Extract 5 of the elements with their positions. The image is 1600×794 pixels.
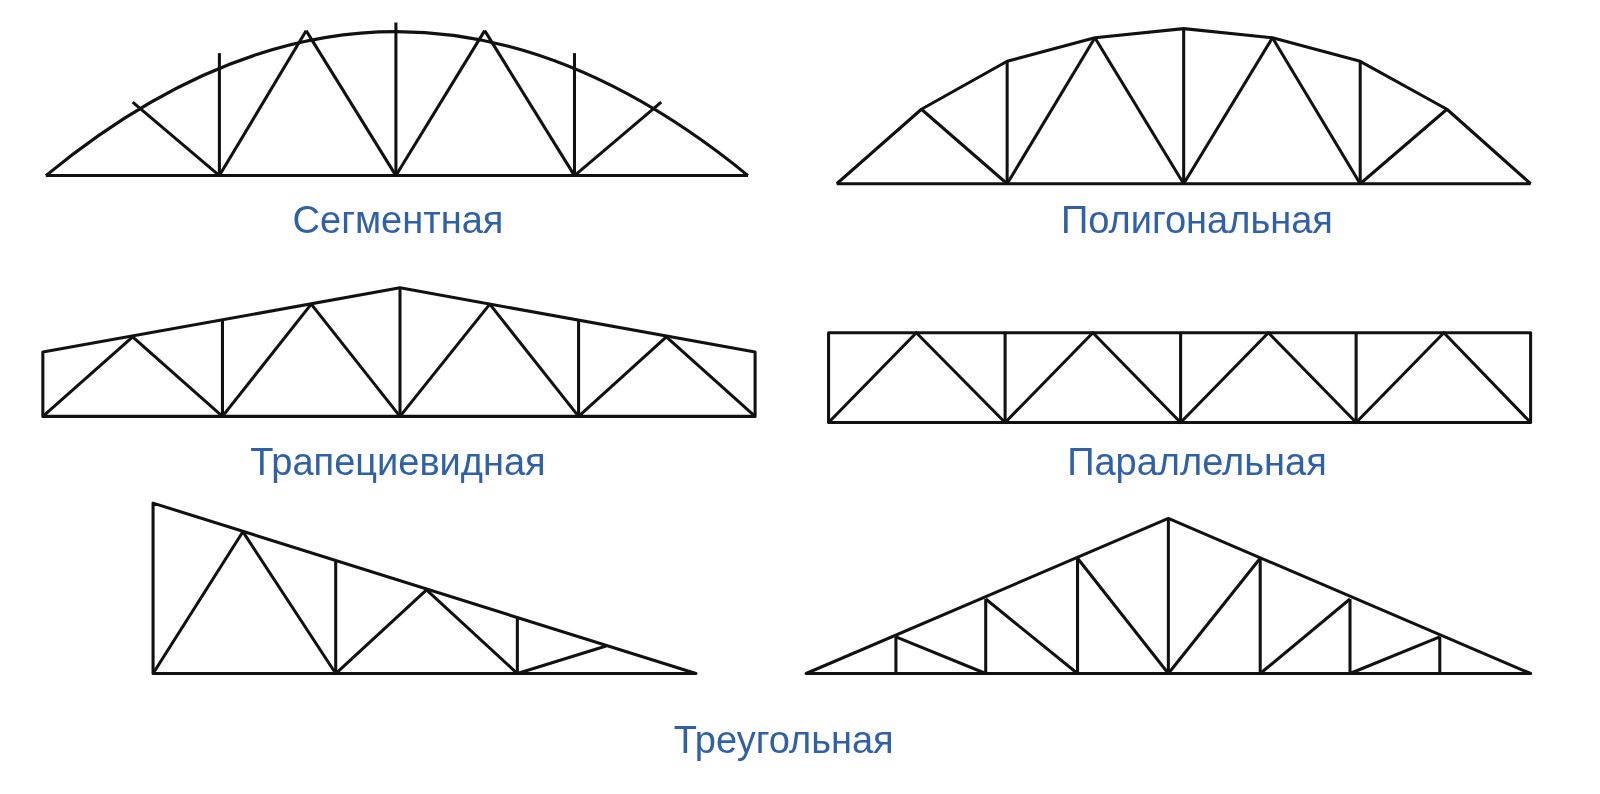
truss-type-label: Сегментная: [292, 200, 504, 242]
truss-type-label: Параллельная: [1067, 441, 1327, 484]
truss-type-label: Полигональная: [1060, 200, 1333, 242]
truss-type-label: Трапециевидная: [250, 441, 546, 484]
truss-type-label: Треугольная: [673, 720, 894, 763]
